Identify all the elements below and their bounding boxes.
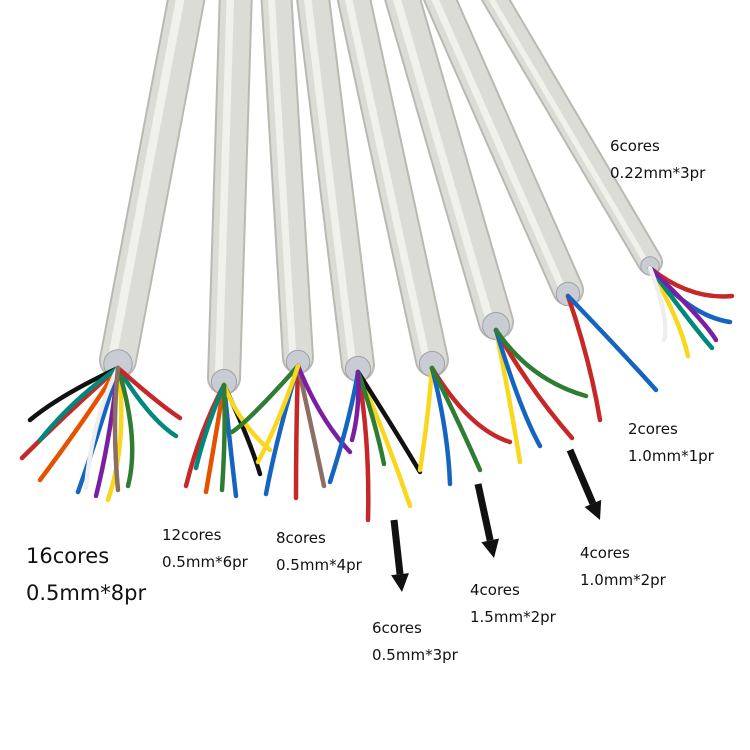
cable-highlight: [268, 0, 297, 362]
conductor-wire: [37, 365, 121, 443]
cable-spec: 0.5mm*3pr: [372, 646, 458, 664]
label-cable-8cores: 8cores 0.5mm*4pr: [276, 531, 362, 573]
cable-jacket: [386, 0, 512, 338]
conductor-wire: [295, 363, 353, 455]
conductor-wire: [115, 365, 183, 421]
cable-spec: 0.22mm*3pr: [610, 164, 706, 182]
conductor-wire: [115, 365, 135, 489]
cable-jacket: [101, 0, 204, 377]
conductor-wire: [493, 327, 589, 399]
conductor-wire: [647, 265, 715, 351]
label-cable-16cores: 16cores 0.5mm*8pr: [26, 546, 146, 604]
conductor-wire: [429, 365, 453, 487]
cable-spec: 1.0mm*2pr: [580, 571, 666, 589]
conductor-wire: [647, 265, 719, 343]
cable-cores: 6cores: [372, 619, 422, 637]
conductor-wire: [565, 293, 603, 423]
conductor-wire: [112, 365, 121, 493]
cable-jacket: [262, 0, 312, 372]
pointer-arrow-icon: [391, 573, 409, 592]
conductor-wire: [203, 382, 227, 495]
cable-jacket: [338, 0, 447, 375]
cable-jacket: [483, 0, 661, 273]
cable-highlight: [344, 0, 431, 364]
cable-highlight: [214, 0, 235, 382]
conductor-wire: [27, 365, 121, 423]
cable-jacket: [209, 0, 251, 393]
cable-spec: 0.5mm*6pr: [162, 553, 248, 571]
pointer-arrow-icon: [481, 538, 499, 558]
cable-highlight: [107, 0, 185, 365]
cable-cores: 12cores: [162, 526, 222, 544]
label-cable-4cores-10: 4cores 1.0mm*2pr: [580, 546, 666, 588]
pointer-arrow-shaft: [566, 448, 597, 505]
conductor-wire: [647, 265, 668, 343]
conductor-wire: [255, 363, 301, 465]
cable-highlight: [431, 0, 567, 294]
conductor-wire: [295, 363, 327, 489]
cable-cores: 4cores: [470, 581, 520, 599]
cable-jacket: [425, 0, 582, 304]
label-cable-6cores-022: 6cores 0.22mm*3pr: [610, 139, 705, 181]
conductor-wire: [83, 365, 121, 491]
cable-spec: 1.0mm*1pr: [628, 447, 714, 465]
cable-spec: 0.5mm*8pr: [26, 581, 147, 605]
cable-jacket: [298, 0, 373, 380]
conductor-wire: [115, 365, 179, 439]
conductor-wire: [565, 293, 659, 393]
label-cable-2cores: 2cores 1.0mm*1pr: [628, 422, 714, 464]
conductor-wire: [355, 369, 387, 467]
cable-cores: 2cores: [628, 420, 678, 438]
cable-spec: 0.5mm*4pr: [276, 556, 362, 574]
cable-cores: 4cores: [580, 544, 630, 562]
cable-highlight: [488, 0, 649, 265]
conductor-wire: [219, 382, 227, 493]
conductor-wire: [493, 327, 543, 449]
pointer-arrow-icon: [584, 499, 602, 520]
cable-highlight: [304, 0, 357, 369]
conductor-wire: [355, 369, 423, 475]
cable-cores: 8cores: [276, 529, 326, 547]
conductor-wire: [429, 365, 483, 473]
pointer-arrow-shaft: [474, 483, 494, 542]
cable-cores: 16cores: [26, 544, 110, 568]
pointer-arrow-shaft: [390, 519, 404, 575]
conductor-wire: [293, 363, 301, 501]
cable-spec: 1.5mm*2pr: [470, 608, 556, 626]
conductor-wire: [417, 365, 435, 473]
cable-cores: 6cores: [610, 137, 660, 155]
conductor-wire: [229, 363, 301, 435]
label-cable-12cores: 12cores 0.5mm*6pr: [162, 528, 248, 570]
conductor-wire: [349, 369, 361, 443]
conductor-wire: [193, 382, 227, 471]
label-cable-6cores-05: 6cores 0.5mm*3pr: [372, 621, 458, 663]
cable-highlight: [392, 0, 495, 326]
label-cable-4cores-15: 4cores 1.5mm*2pr: [470, 583, 556, 625]
conductor-wire: [105, 365, 124, 503]
